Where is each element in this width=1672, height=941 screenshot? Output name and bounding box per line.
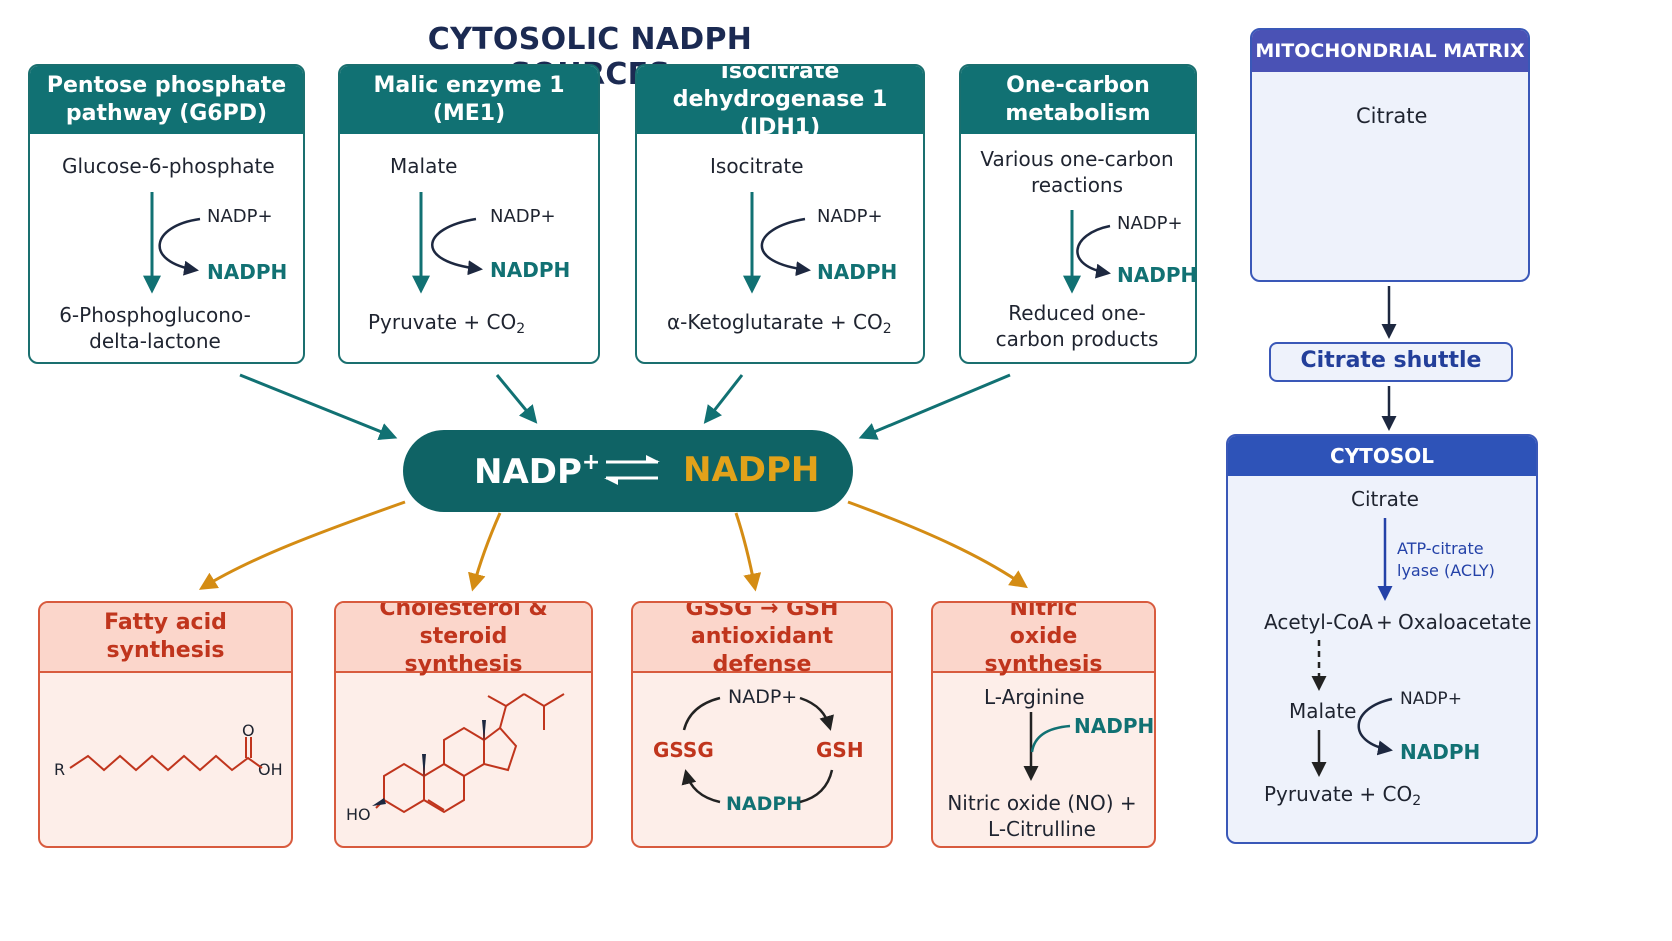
cofactor-out-label: NADPH <box>490 258 571 282</box>
hub-nadp-sup: + <box>581 450 601 475</box>
use-header: GSSG → GSH antioxidant defense <box>633 603 891 677</box>
no-product-label: Nitric oxide (NO) + L-Citrulline <box>947 791 1137 841</box>
product-label: α-Ketoglutarate + CO2 <box>667 310 892 337</box>
no-cofactor-label: NADPH <box>1074 714 1155 738</box>
cycle-arrow <box>799 769 834 804</box>
cycle-arrow <box>799 696 834 731</box>
hub-nadp-text: NADP <box>474 452 582 492</box>
cofactor-out-label: NADPH <box>817 260 898 284</box>
fatty-acid-oh-label: OH <box>258 760 283 779</box>
cofactor-in-label: NADP+ <box>207 206 273 227</box>
source-header: Pentose phosphate pathway (G6PD) <box>30 66 303 134</box>
use-card-fatty-acid: Fatty acid synthesis <box>38 601 293 848</box>
cycle-gssg-label: GSSG <box>653 738 714 762</box>
cofactor-in-label: NADP+ <box>1117 213 1183 234</box>
cholesterol-structure <box>375 693 565 814</box>
cytosol-product-label: Pyruvate + CO2 <box>1264 782 1421 809</box>
product-label: Reduced one-carbon products <box>995 301 1159 351</box>
use-header: Cholesterol & steroid synthesis <box>336 603 591 677</box>
cofactor-arrow <box>1076 224 1111 279</box>
product-text: α-Ketoglutarate + CO <box>667 310 883 334</box>
cholesterol-wedge <box>422 754 426 778</box>
source-card-ppp: Pentose phosphate pathway (G6PD) <box>28 64 305 364</box>
use-header: Nitric oxide synthesis <box>933 603 1154 677</box>
oxaloacetate-label: Oxaloacetate <box>1398 610 1532 634</box>
cycle-nadp-label: NADP+ <box>728 686 798 708</box>
cycle-arrow <box>682 696 721 731</box>
cytosol-cofactor-arrow <box>1357 697 1393 756</box>
hub-to-use-arrow <box>468 512 502 592</box>
cofactor-arrow <box>760 217 811 277</box>
cytosol-card: CYTOSOL <box>1226 434 1538 844</box>
cofactor-out-label: NADPH <box>1117 263 1198 287</box>
product-label: 6-Phosphoglucono-delta-lactone <box>59 303 251 353</box>
product-subscript: 2 <box>882 321 892 337</box>
acetyl-coa-label: Acetyl-CoA <box>1264 610 1373 634</box>
nadph-hub <box>403 430 853 512</box>
source-header: One-carbon metabolism <box>961 66 1195 134</box>
plus-label: + <box>1376 610 1393 634</box>
cytosol-product-text: Pyruvate + CO <box>1264 782 1413 806</box>
no-substrate-label: L-Arginine <box>984 685 1085 709</box>
cycle-nadph-label: NADPH <box>726 793 803 815</box>
equilibrium-arrowhead-back <box>604 478 618 485</box>
use-header: Fatty acid synthesis <box>40 603 291 673</box>
hub-to-use-arrow <box>198 500 406 590</box>
equilibrium-arrowhead-forward <box>646 455 660 462</box>
hub-to-use-arrow <box>847 500 1028 589</box>
cofactor-arrow <box>431 217 483 276</box>
cofactor-in-label: NADP+ <box>490 206 556 227</box>
cytosol-malate-label: Malate <box>1289 699 1357 723</box>
cofactor-out-label: NADPH <box>207 260 288 284</box>
fatty-acid-r-label: R <box>54 760 66 779</box>
acly-enzyme-label: ATP-citrate lyase (ACLY) <box>1397 539 1495 580</box>
source-to-hub-arrow <box>495 374 538 424</box>
no-cofactor-arrow <box>1030 724 1071 753</box>
mito-header: MITOCHONDRIAL MATRIX <box>1252 30 1528 72</box>
source-header: Isocitrate dehydrogenase 1 (IDH1) <box>637 66 923 140</box>
cholesterol-wedge <box>372 798 386 806</box>
cofactor-arrow <box>158 217 201 276</box>
fatty-acid-structure <box>69 754 263 772</box>
use-card-nitric-oxide: Nitric oxide synthesis <box>931 601 1156 848</box>
cytosol-cofactor-in-label: NADP+ <box>1400 689 1462 709</box>
cofactor-in-label: NADP+ <box>817 206 883 227</box>
mito-citrate-label: Citrate <box>1356 104 1428 128</box>
source-to-hub-arrow <box>239 373 398 440</box>
substrate-label: Isocitrate <box>710 154 804 178</box>
source-to-hub-arrow <box>858 373 1011 440</box>
cholesterol-ho-label: HO <box>346 805 371 824</box>
source-card-one-carbon: One-carbon metabolism <box>959 64 1197 364</box>
cycle-gsh-label: GSH <box>816 738 864 762</box>
product-label: Pyruvate + CO2 <box>368 310 525 337</box>
citrate-shuttle-box <box>1269 342 1513 382</box>
source-to-hub-arrow <box>703 374 744 424</box>
source-card-idh1: Isocitrate dehydrogenase 1 (IDH1) <box>635 64 925 364</box>
cytosol-header: CYTOSOL <box>1228 436 1536 476</box>
product-text: Pyruvate + CO <box>368 310 517 334</box>
cycle-arrow <box>681 769 721 804</box>
cytosol-cofactor-out-label: NADPH <box>1400 740 1481 764</box>
substrate-label: Malate <box>390 154 458 178</box>
hub-to-use-arrow <box>734 512 762 592</box>
citrate-shuttle-label: Citrate shuttle <box>1300 348 1482 373</box>
substrate-label: Various one-carbon reactions <box>980 147 1174 197</box>
source-card-me1: Malic enzyme 1 (ME1) <box>338 64 600 364</box>
cytosol-citrate-label: Citrate <box>1351 487 1419 511</box>
mitochondrial-matrix-card: MITOCHONDRIAL MATRIX <box>1250 28 1530 282</box>
product-subscript: 2 <box>516 321 526 337</box>
substrate-label: Glucose-6-phosphate <box>62 154 275 178</box>
hub-nadph-label: NADPH <box>683 450 820 490</box>
hub-nadp-label: NADP+ <box>474 450 600 492</box>
cholesterol-wedge <box>482 720 486 742</box>
use-card-antioxidant: GSSG → GSH antioxidant defense <box>631 601 893 848</box>
cytosol-product-subscript: 2 <box>1412 793 1422 809</box>
fatty-acid-o-label: O <box>242 721 255 740</box>
source-header: Malic enzyme 1 (ME1) <box>340 66 598 134</box>
